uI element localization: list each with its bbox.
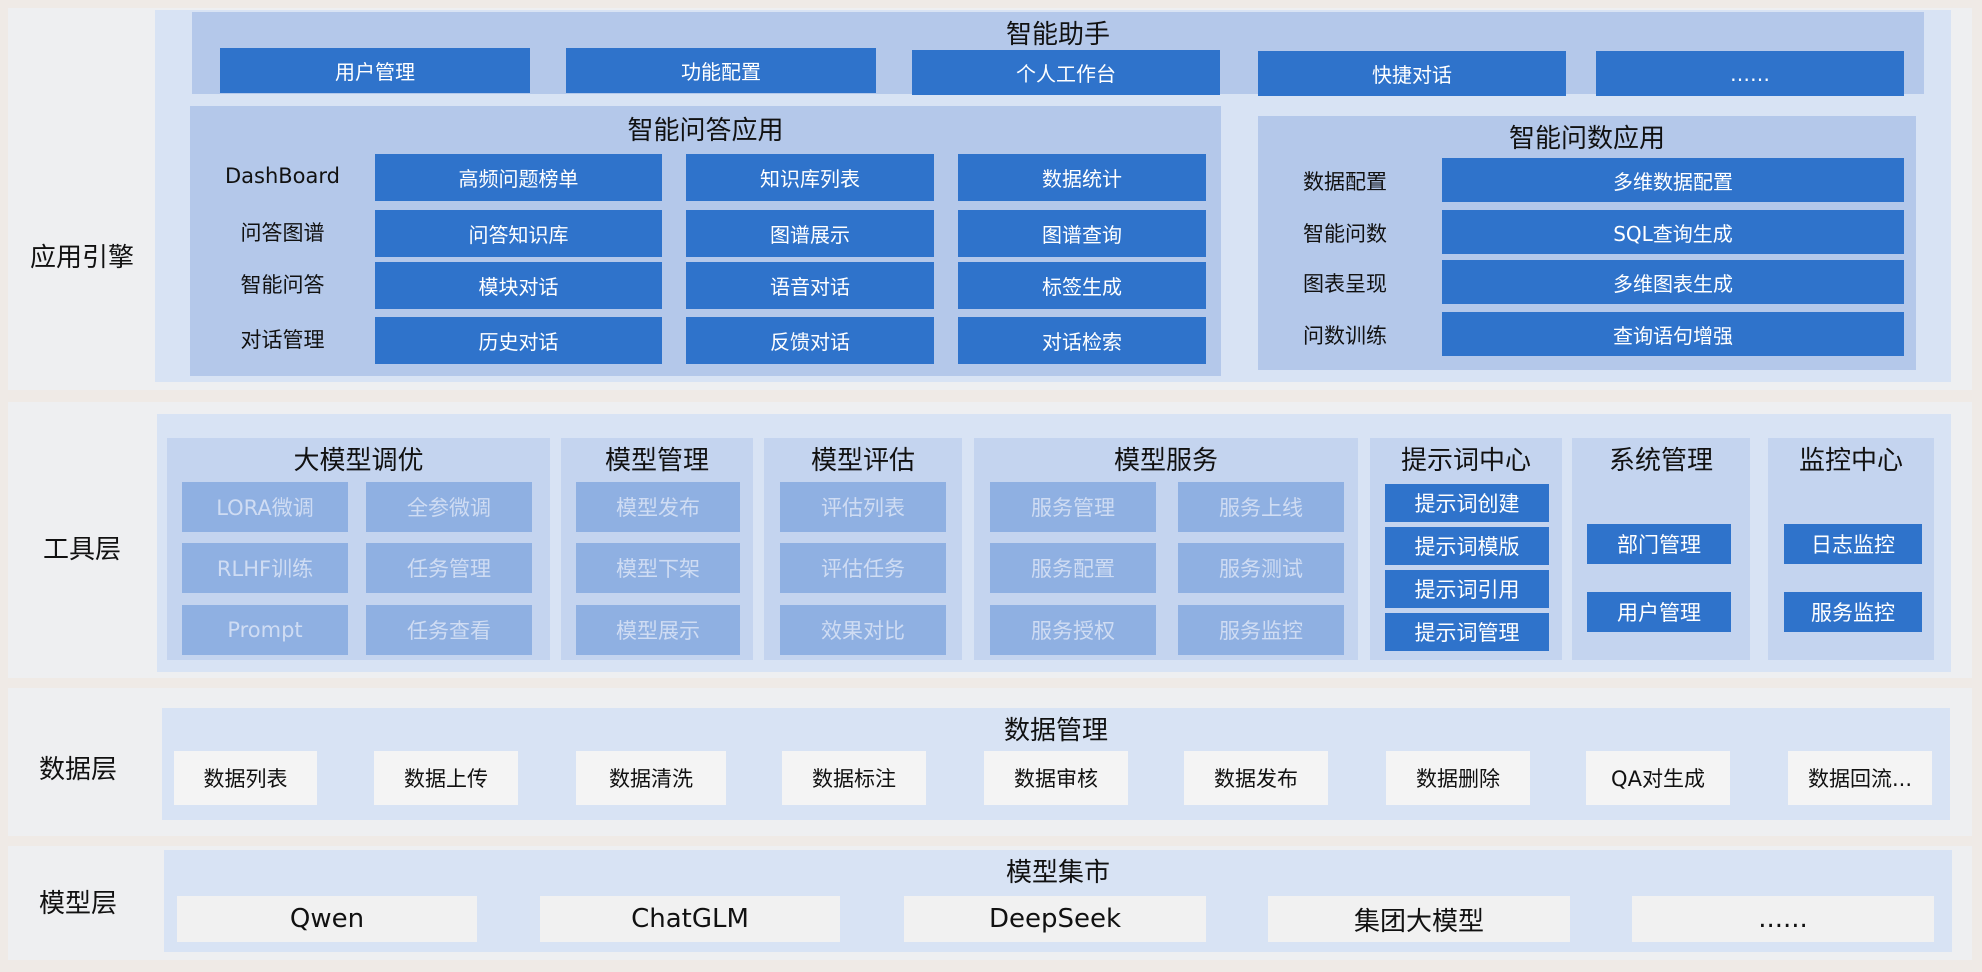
sys-item-user[interactable]: 用户管理 bbox=[1587, 592, 1731, 632]
model-eval-item-compare[interactable]: 效果对比 bbox=[780, 605, 946, 655]
tuning-item-rlhf[interactable]: RLHF训练 bbox=[182, 543, 348, 593]
data-item-list[interactable]: 数据列表 bbox=[174, 751, 317, 805]
data-item-chart-gen[interactable]: 多维图表生成 bbox=[1442, 260, 1904, 304]
model-service-title: 模型服务 bbox=[1113, 446, 1218, 476]
qa-item-voice-chat[interactable]: 语音对话 bbox=[686, 262, 934, 309]
qa-item-graph-query[interactable]: 图谱查询 bbox=[958, 210, 1206, 257]
qa-item-graph-show[interactable]: 图谱展示 bbox=[686, 210, 934, 257]
prompt-item-create[interactable]: 提示词创建 bbox=[1385, 484, 1549, 522]
data-row-label-config: 数据配置 bbox=[1303, 170, 1387, 194]
tuning-item-prompt[interactable]: Prompt bbox=[182, 605, 348, 655]
qa-item-kb-list[interactable]: 知识库列表 bbox=[686, 154, 934, 201]
service-item-test[interactable]: 服务测试 bbox=[1178, 543, 1344, 593]
qa-item-chat-search[interactable]: 对话检索 bbox=[958, 317, 1206, 364]
service-item-mgmt[interactable]: 服务管理 bbox=[990, 482, 1156, 532]
qa-row-label-graph: 问答图谱 bbox=[240, 221, 325, 245]
data-item-publish[interactable]: 数据发布 bbox=[1184, 751, 1328, 805]
market-item-chatglm[interactable]: ChatGLM bbox=[540, 896, 840, 942]
data-item-clean[interactable]: 数据清洗 bbox=[576, 751, 726, 805]
assistant-item-user-mgmt[interactable]: 用户管理 bbox=[220, 48, 530, 93]
tuning-item-lora[interactable]: LORA微调 bbox=[182, 482, 348, 532]
prompt-item-reference[interactable]: 提示词引用 bbox=[1385, 570, 1549, 608]
assistant-title: 智能助手 bbox=[1005, 20, 1110, 50]
data-item-multi-config[interactable]: 多维数据配置 bbox=[1442, 158, 1904, 202]
assistant-item-workbench[interactable]: 个人工作台 bbox=[912, 50, 1220, 95]
model-mgmt-item-showcase[interactable]: 模型展示 bbox=[576, 605, 740, 655]
data-item-query-enhance[interactable]: 查询语句增强 bbox=[1442, 312, 1904, 356]
market-item-qwen[interactable]: Qwen bbox=[177, 896, 477, 942]
qa-item-module-chat[interactable]: 模块对话 bbox=[375, 262, 662, 309]
data-row-label-chart: 图表呈现 bbox=[1303, 272, 1387, 296]
data-row-label-training: 问数训练 bbox=[1303, 324, 1387, 348]
layer-label-app: 应用引擎 bbox=[29, 242, 134, 273]
model-eval-title: 模型评估 bbox=[810, 446, 915, 476]
market-title: 模型集市 bbox=[1005, 858, 1110, 888]
prompt-item-template[interactable]: 提示词模版 bbox=[1385, 527, 1549, 565]
sys-item-dept[interactable]: 部门管理 bbox=[1587, 524, 1731, 564]
qa-item-feedback-chat[interactable]: 反馈对话 bbox=[686, 317, 934, 364]
monitor-item-log[interactable]: 日志监控 bbox=[1784, 524, 1922, 564]
data-app-title: 智能问数应用 bbox=[1508, 124, 1665, 154]
tuning-item-task-mgmt[interactable]: 任务管理 bbox=[366, 543, 532, 593]
assistant-item-quick-chat[interactable]: 快捷对话 bbox=[1258, 51, 1566, 96]
data-row-label-smart-query: 智能问数 bbox=[1303, 222, 1387, 246]
data-item-qa-gen[interactable]: QA对生成 bbox=[1586, 751, 1730, 805]
qa-item-data-stats[interactable]: 数据统计 bbox=[958, 154, 1206, 201]
qa-row-label-dashboard: DashBoard bbox=[224, 164, 340, 188]
qa-item-history-chat[interactable]: 历史对话 bbox=[375, 317, 662, 364]
sys-mgmt-title: 系统管理 bbox=[1608, 446, 1713, 476]
data-mgmt-title: 数据管理 bbox=[1003, 716, 1108, 746]
model-mgmt-item-offline[interactable]: 模型下架 bbox=[576, 543, 740, 593]
monitor-item-service[interactable]: 服务监控 bbox=[1784, 592, 1922, 632]
market-item-more[interactable]: ...... bbox=[1632, 896, 1934, 942]
tuning-item-task-view[interactable]: 任务查看 bbox=[366, 605, 532, 655]
assistant-item-feature-config[interactable]: 功能配置 bbox=[566, 48, 876, 93]
service-item-auth[interactable]: 服务授权 bbox=[990, 605, 1156, 655]
service-item-online[interactable]: 服务上线 bbox=[1178, 482, 1344, 532]
data-item-backflow[interactable]: 数据回流... bbox=[1788, 751, 1932, 805]
qa-item-tag-gen[interactable]: 标签生成 bbox=[958, 262, 1206, 309]
layer-label-tool: 工具层 bbox=[42, 534, 121, 565]
data-item-review[interactable]: 数据审核 bbox=[984, 751, 1128, 805]
qa-item-qa-kb[interactable]: 问答知识库 bbox=[375, 210, 662, 257]
market-item-group-model[interactable]: 集团大模型 bbox=[1268, 896, 1570, 942]
assistant-item-more[interactable]: …… bbox=[1596, 51, 1904, 96]
tuning-item-full[interactable]: 全参微调 bbox=[366, 482, 532, 532]
service-item-monitor[interactable]: 服务监控 bbox=[1178, 605, 1344, 655]
layer-label-data: 数据层 bbox=[38, 754, 117, 785]
monitor-title: 监控中心 bbox=[1798, 446, 1903, 476]
model-eval-item-task[interactable]: 评估任务 bbox=[780, 543, 946, 593]
tuning-title: 大模型调优 bbox=[293, 446, 424, 476]
data-item-upload[interactable]: 数据上传 bbox=[374, 751, 518, 805]
qa-item-hot-questions[interactable]: 高频问题榜单 bbox=[375, 154, 662, 201]
qa-row-label-smart-qa: 智能问答 bbox=[240, 273, 325, 297]
data-item-delete[interactable]: 数据删除 bbox=[1386, 751, 1530, 805]
prompt-center-title: 提示词中心 bbox=[1400, 446, 1531, 476]
model-mgmt-item-publish[interactable]: 模型发布 bbox=[576, 482, 740, 532]
data-item-sql-gen[interactable]: SQL查询生成 bbox=[1442, 210, 1904, 254]
qa-app-title: 智能问答应用 bbox=[627, 116, 784, 146]
data-item-label[interactable]: 数据标注 bbox=[782, 751, 926, 805]
model-eval-item-list[interactable]: 评估列表 bbox=[780, 482, 946, 532]
qa-row-label-chat-mgmt: 对话管理 bbox=[240, 328, 325, 352]
market-item-deepseek[interactable]: DeepSeek bbox=[904, 896, 1206, 942]
prompt-item-manage[interactable]: 提示词管理 bbox=[1385, 613, 1549, 651]
model-mgmt-title: 模型管理 bbox=[604, 446, 709, 476]
layer-label-model: 模型层 bbox=[38, 888, 117, 919]
service-item-config[interactable]: 服务配置 bbox=[990, 543, 1156, 593]
